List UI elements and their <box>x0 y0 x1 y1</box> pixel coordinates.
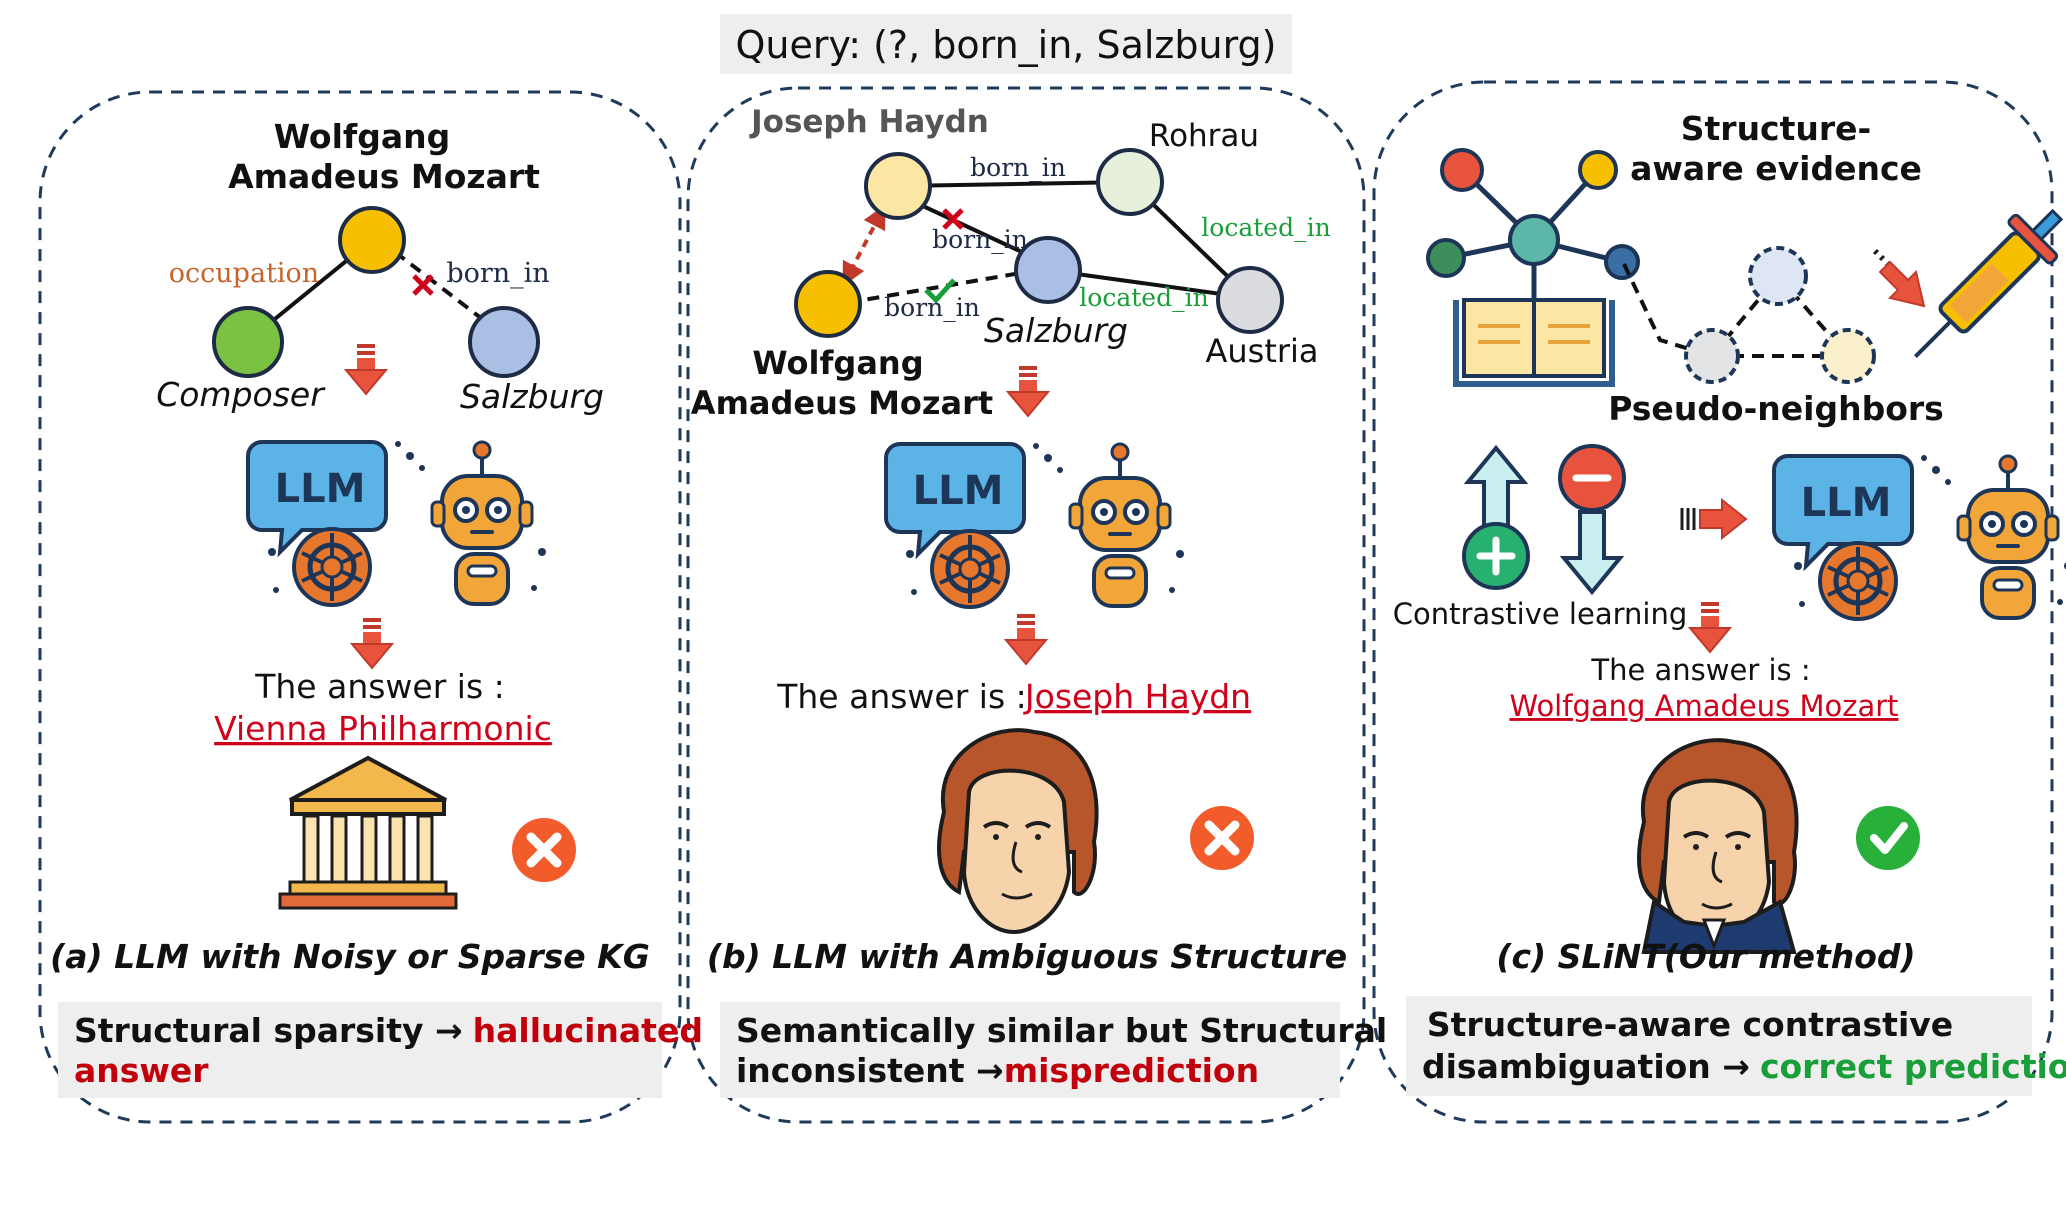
panel-b: Joseph Haydn Rohrau born_in born_in loca… <box>691 104 1387 1098</box>
answer-text: Wolfgang Amadeus Mozart <box>1509 689 1898 723</box>
face-icon <box>937 728 1099 934</box>
cross-icon <box>512 818 576 882</box>
minus-arrow-icon <box>1558 444 1626 596</box>
edge-label-born-in-cross: born_in <box>932 225 1028 254</box>
answer-prefix: The answer is : <box>254 667 505 706</box>
panel-b-frame <box>686 86 1366 1124</box>
query-text: Query: (?, born_in, Salzburg) <box>736 23 1277 67</box>
node-label-haydn: Joseph Haydn <box>749 104 989 140</box>
answer-text: Vienna Philharmonic <box>214 709 552 748</box>
caption-b: (b) LLM with Ambiguous Structure <box>707 937 1347 976</box>
node-label-composer: Composer <box>156 375 326 414</box>
edge-label-located-in-2: located_in <box>1079 283 1208 312</box>
node-label-mozart-b1: Wolfgang <box>752 344 923 382</box>
summary-c-highlight: correct prediction <box>1760 1047 2066 1086</box>
summary-b-line1: Semantically similar but Structural <box>736 1011 1387 1050</box>
summary-b-highlight: misprediction <box>1004 1051 1259 1090</box>
llm-label: LLM <box>913 468 1004 514</box>
down-arrow-icon <box>345 343 387 395</box>
edge-mozart-salzburg <box>827 266 1051 308</box>
node-salzburg-b <box>1014 236 1082 304</box>
edge-haydn-rohrau <box>899 180 1131 188</box>
node-mozart-b <box>794 270 862 338</box>
node-label-salzburg: Salzburg <box>460 377 604 416</box>
down-arrow-icon <box>1005 613 1047 665</box>
down-arrow-icon <box>351 617 393 669</box>
node-mozart <box>338 206 406 274</box>
answer-prefix: The answer is : <box>1590 653 1810 687</box>
node-composer <box>212 306 284 378</box>
check-mark-icon <box>924 278 956 304</box>
node-label-mozart-line2: Amadeus Mozart <box>228 157 540 196</box>
caption-c: (c) SLiNT(Our method) <box>1496 937 1915 976</box>
summary-a-highlight1: hallucinated <box>473 1011 703 1050</box>
temple-icon <box>278 755 458 910</box>
plus-arrow-icon <box>1462 444 1530 590</box>
llm-robot-icon: LLM <box>886 443 1184 607</box>
panel-c: Structure- aware evidence Pseudo-neighbo… <box>1393 109 2066 1096</box>
node-rohrau <box>1096 148 1164 216</box>
summary-c-plain: disambiguation → <box>1422 1047 1750 1086</box>
summary-c-line2: disambiguation → correct prediction <box>1422 1047 2066 1086</box>
llm-label: LLM <box>275 466 366 512</box>
right-arrow-icon <box>1872 248 1926 308</box>
summary-a-line1: Structural sparsity → hallucinated <box>74 1011 703 1050</box>
answer-prefix: The answer is : <box>776 677 1027 716</box>
summary-a-plain: Structural sparsity → <box>74 1011 463 1050</box>
panel-a: Wolfgang Amadeus Mozart occupation born_… <box>50 117 703 1098</box>
node-label-mozart-line1: Wolfgang <box>274 117 451 156</box>
syringe-icon <box>1914 208 2064 358</box>
summary-box-c <box>1406 996 2032 1096</box>
summary-b-line2: inconsistent →misprediction <box>736 1051 1259 1090</box>
node-label-salzburg-b: Salzburg <box>984 311 1128 350</box>
down-arrow-icon <box>1007 365 1049 417</box>
cross-mark-icon <box>412 274 434 296</box>
edge-label-occupation: occupation <box>169 258 319 289</box>
evidence-label-1: Structure- <box>1681 109 1872 148</box>
llm-label: LLM <box>1801 480 1892 526</box>
ambiguity-arrow <box>842 204 886 287</box>
cross-mark-icon <box>942 208 964 230</box>
pseudo-neighbors-graph <box>1622 246 1876 384</box>
pseudo-neighbors-label: Pseudo-neighbors <box>1608 389 1944 428</box>
check-icon <box>1856 806 1920 870</box>
edge-label-born-in-bottom: born_in <box>884 293 980 322</box>
panel-a-frame <box>38 90 682 1124</box>
node-salzburg <box>468 306 540 378</box>
contrastive-label: Contrastive learning <box>1393 597 1688 631</box>
node-label-rohrau: Rohrau <box>1149 118 1259 154</box>
summary-box-a <box>58 1002 662 1098</box>
llm-robot-icon: LLM <box>248 441 546 605</box>
edge-label-born-in: born_in <box>446 258 549 289</box>
node-haydn <box>864 152 932 220</box>
summary-b-plain: inconsistent → <box>736 1051 1004 1090</box>
cross-icon <box>1190 806 1254 870</box>
summary-c-line1: Structure-aware contrastive <box>1427 1005 1953 1044</box>
panel-c-frame <box>1372 80 2054 1124</box>
llm-robot-icon: LLM <box>1774 455 2066 619</box>
caption-a: (a) LLM with Noisy or Sparse KG <box>50 937 650 976</box>
node-austria <box>1216 266 1284 334</box>
node-label-mozart-b2: Amadeus Mozart <box>691 384 993 422</box>
down-arrow-icon <box>1689 601 1731 653</box>
edge-label-located-in-1: located_in <box>1201 213 1330 242</box>
node-label-austria: Austria <box>1205 332 1318 370</box>
edge-label-born-in-top: born_in <box>970 153 1066 182</box>
answer-text: Joseph Haydn <box>1023 677 1251 716</box>
summary-a-highlight2: answer <box>74 1051 209 1090</box>
right-arrow-icon <box>1680 497 1748 541</box>
face-icon <box>1637 738 1799 954</box>
book-graph-icon <box>1426 148 1640 387</box>
query-box <box>720 14 1292 74</box>
summary-box-b <box>720 1002 1340 1098</box>
evidence-label-2: aware evidence <box>1630 149 1922 188</box>
